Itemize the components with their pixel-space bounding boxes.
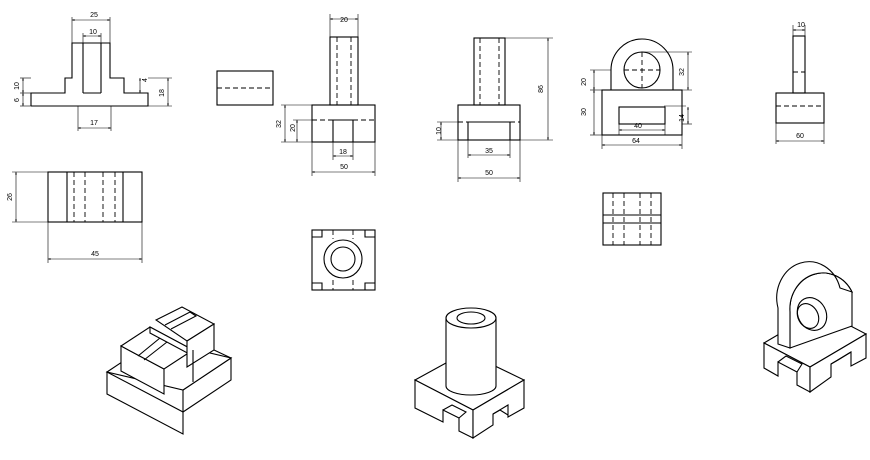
- part1-front-dimensions: 25 10 10 6 4 18 17: [14, 12, 172, 131]
- iso-tube-base: [413, 307, 526, 440]
- dim-p2-total-width: 50: [340, 164, 348, 171]
- dim-p4-total-height: 32: [679, 68, 686, 76]
- part4-front-view: [601, 38, 686, 136]
- part2-top-view: [311, 229, 376, 291]
- iso-eye-bracket: [762, 261, 868, 394]
- dim-p4-inner-width: 40: [634, 123, 642, 130]
- dim-p1-right-total: 18: [159, 89, 166, 97]
- dim-p2-tube-width: 20: [340, 17, 348, 24]
- dim-p5-total-width: 60: [796, 133, 804, 140]
- part1-plan-view: [47, 171, 143, 223]
- part3-side-view: [457, 37, 521, 141]
- part2-front-dimensions: 20 32 20 18 50: [276, 14, 376, 176]
- part1-front-view: [30, 42, 149, 107]
- dim-p1-top-width: 25: [90, 12, 98, 19]
- iso-stepped-block: [105, 306, 233, 435]
- dim-p3-total-height: 86: [538, 85, 545, 93]
- dim-p1-base-height: 6: [14, 98, 21, 102]
- dim-p4-lower-height: 30: [581, 108, 588, 116]
- part4-top-view: [602, 192, 662, 246]
- part5-dimensions: 10 60: [775, 22, 825, 144]
- dim-p1-plan-height: 26: [7, 193, 14, 201]
- dim-p1-slot-width: 10: [89, 29, 97, 36]
- dim-p2-base-height: 32: [276, 120, 283, 128]
- dim-p4-upper-height: 20: [581, 78, 588, 86]
- dim-p2-slot-width: 18: [339, 149, 347, 156]
- part3-dimensions: 10 86 35 50: [436, 37, 553, 182]
- dim-p3-slot-width: 35: [485, 148, 493, 155]
- dim-p3-total-width: 50: [485, 170, 493, 177]
- part5-side-view: [775, 35, 825, 124]
- dim-p1-right-step: 4: [142, 78, 149, 82]
- dim-p4-total-width: 64: [632, 138, 640, 145]
- part2-front-view: [311, 36, 376, 143]
- part4-dimensions: 20 30 32 14 40 64: [581, 51, 692, 149]
- part1-side-view: [216, 70, 274, 106]
- dim-p2-slot-height: 20: [290, 124, 297, 132]
- dim-p5-top-width: 10: [797, 22, 805, 29]
- dim-p4-step-height: 14: [679, 114, 686, 122]
- dim-p1-plan-width: 45: [91, 251, 99, 258]
- part1-plan-dimensions: 26 45: [7, 171, 143, 263]
- dim-p1-flange-height: 10: [14, 82, 21, 90]
- dim-p3-base-height: 10: [436, 127, 443, 135]
- dim-p1-bottom-width: 17: [90, 120, 98, 127]
